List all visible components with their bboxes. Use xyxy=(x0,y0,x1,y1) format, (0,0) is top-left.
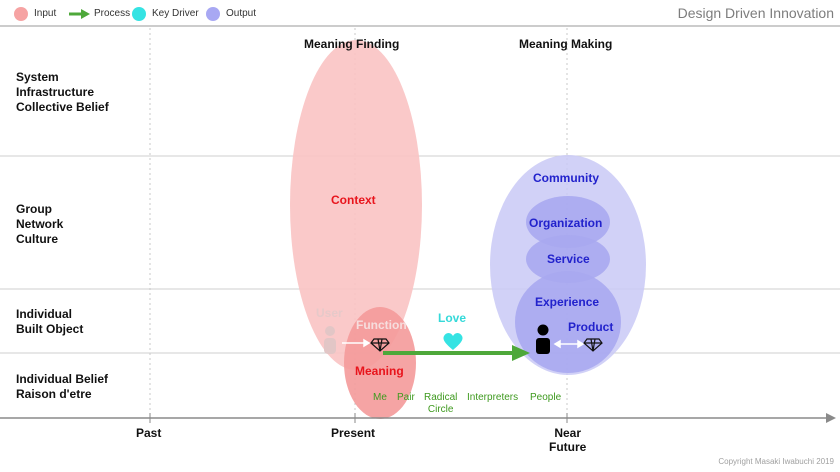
row-label-individual: Individual Built Object xyxy=(16,307,83,337)
row-label-line: Culture xyxy=(16,232,58,246)
row-label-line: Group xyxy=(16,202,52,216)
row-label-line: Built Object xyxy=(16,322,84,336)
row-label-group: Group Network Culture xyxy=(16,202,63,247)
function-label: Function xyxy=(356,318,407,332)
legend-key-driver-label: Key Driver xyxy=(152,8,199,19)
organization-ellipse xyxy=(526,196,610,248)
blue-dot-icon xyxy=(206,7,220,21)
meaning-finding-header: Meaning Finding xyxy=(304,37,400,51)
cyan-dot-icon xyxy=(132,7,146,21)
interpreter-pair: Pair xyxy=(397,392,415,403)
time-axis-arrow xyxy=(0,413,836,423)
axis-past-label: Past xyxy=(136,426,162,440)
axis-near-future-label: Near Future xyxy=(549,426,586,454)
context-label: Context xyxy=(331,193,376,207)
community-label: Community xyxy=(533,171,599,185)
green-arrow-icon xyxy=(69,9,90,19)
user-person-icon xyxy=(324,326,336,354)
row-label-line: Individual Belief xyxy=(16,372,109,386)
experience-label: Experience xyxy=(535,295,600,309)
context-ellipse xyxy=(290,40,422,370)
interpreter-interpreters: Interpreters xyxy=(467,392,519,403)
service-label: Service xyxy=(547,252,590,266)
copyright-text: Copyright Masaki Iwabuchi 2019 xyxy=(718,457,834,466)
legend-process-label: Process xyxy=(94,8,131,19)
diagram-title: Design Driven Innovation xyxy=(677,5,834,21)
interpreter-me: Me xyxy=(373,392,387,403)
axis-near-label: Near xyxy=(554,426,582,440)
interpreter-radical-circle: Radical Circle xyxy=(424,392,457,416)
user-label: User xyxy=(316,306,343,320)
interpreter-people: People xyxy=(530,392,562,403)
row-label-individual-belief: Individual Belief Raison d'etre xyxy=(16,372,108,402)
service-ellipse xyxy=(526,235,610,283)
person-product-arrow-icon xyxy=(553,339,585,349)
user-function-arrow-icon xyxy=(342,338,371,348)
legend-input-label: Input xyxy=(34,8,57,19)
process-arrow-icon xyxy=(383,345,530,361)
row-label-line: Individual xyxy=(16,307,73,321)
row-label-line: Infrastructure xyxy=(16,85,95,99)
heart-icon xyxy=(443,333,463,350)
axis-future-label: Future xyxy=(549,440,587,454)
meaning-making-header: Meaning Making xyxy=(519,37,613,51)
meaning-ellipse xyxy=(344,307,416,419)
love-label: Love xyxy=(438,311,467,325)
person-icon xyxy=(536,324,550,354)
row-label-line: Network xyxy=(16,217,64,231)
row-label-line: Raison d'etre xyxy=(16,387,92,401)
interpreter-circle: Circle xyxy=(427,404,454,415)
organization-label: Organization xyxy=(529,216,603,230)
meaning-label: Meaning xyxy=(355,364,404,378)
product-label: Product xyxy=(568,320,614,334)
row-label-system: System Infrastructure Collective Belief xyxy=(16,70,109,115)
row-label-line: System xyxy=(16,70,59,84)
interpreter-radical: Radical xyxy=(424,392,458,403)
diamond-icon xyxy=(583,338,603,352)
diamond-icon xyxy=(370,338,390,352)
axis-present-label: Present xyxy=(331,426,376,440)
pink-dot-icon xyxy=(14,7,28,21)
legend-output-label: Output xyxy=(226,8,257,19)
row-label-line: Collective Belief xyxy=(16,100,109,114)
